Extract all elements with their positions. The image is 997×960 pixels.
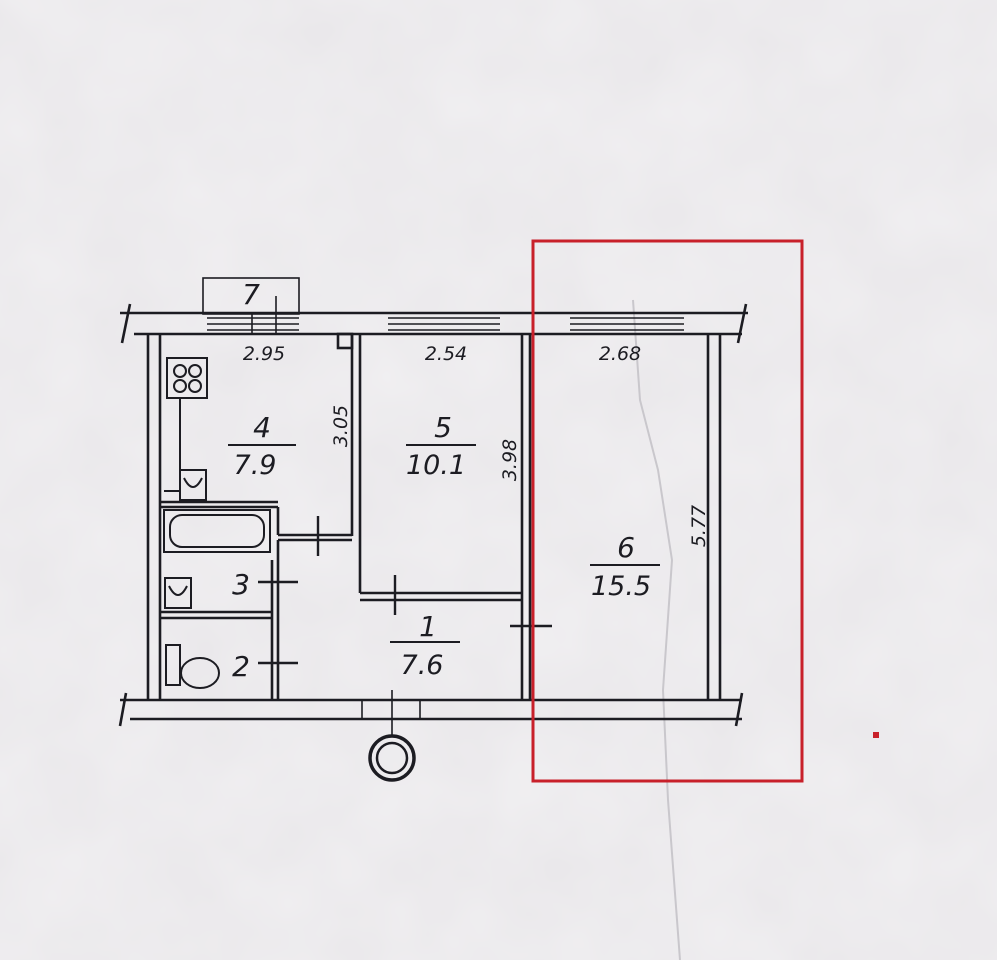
room-3-number: 3 (232, 568, 250, 601)
windows (202, 277, 684, 736)
room-6-number: 6 (617, 531, 635, 564)
room-1-area: 7.6 (401, 650, 444, 681)
walls (118, 303, 748, 727)
highlight-box (531, 239, 804, 783)
dim-room5-width: 2.54 (425, 343, 467, 365)
highlight-dot (873, 732, 879, 738)
room-7-number: 7 (242, 278, 260, 311)
door-marks (258, 516, 552, 665)
paper-crease (632, 299, 681, 960)
room-4-number: 4 (253, 411, 271, 444)
room-2-number: 2 (232, 650, 250, 683)
room-5-area: 10.1 (406, 450, 466, 481)
stove-icon (166, 357, 208, 470)
washbasin-icon (164, 577, 192, 609)
dim-room6-depth: 5.77 (688, 505, 710, 547)
kitchen-sink-icon (164, 469, 207, 501)
room-1-number: 1 (419, 610, 437, 643)
dim-room6-width: 2.68 (599, 343, 641, 365)
room-4-area: 7.9 (234, 450, 277, 481)
room-5-number: 5 (434, 411, 452, 444)
fixtures (163, 357, 416, 782)
window-room6 (570, 317, 684, 331)
dim-room4-depth: 3.05 (330, 405, 352, 447)
toilet-icon (165, 644, 220, 689)
room-6-area: 15.5 (591, 571, 651, 602)
dim-room5-depth: 3.98 (499, 439, 521, 481)
loggia-outline (202, 277, 300, 315)
riser-icon (368, 734, 416, 782)
window-room5 (388, 317, 500, 331)
bathtub-icon (163, 509, 271, 553)
window-room4 (207, 317, 299, 331)
dim-room4-width: 2.95 (243, 343, 285, 365)
label-bars (228, 444, 660, 643)
